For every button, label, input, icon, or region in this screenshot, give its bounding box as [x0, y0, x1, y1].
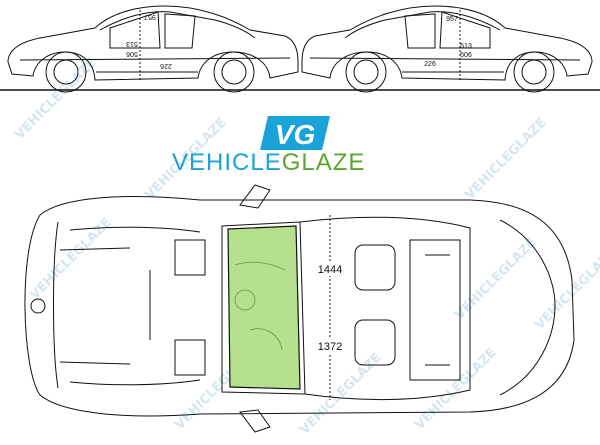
right-view-dims: 957 513 506 226 — [424, 16, 472, 68]
car-body-top — [24, 196, 575, 417]
rear-quarter-window — [164, 13, 196, 49]
windscreen-interior — [234, 261, 286, 351]
dashboard-line — [249, 328, 283, 351]
brand-name-part1: VEHICLE — [172, 149, 282, 176]
badge-emblem — [30, 298, 46, 314]
side-view-left — [0, 5, 300, 93]
front-bumper-line — [53, 221, 59, 389]
bonnet-line — [69, 379, 201, 386]
watermark-layer: VEHICLEGLAZE VEHICLEGLAZE VEHICLEGLAZE V… — [12, 55, 600, 437]
top-view — [24, 184, 575, 433]
dimension-label: 957 — [446, 16, 458, 23]
car-body-outline — [7, 5, 299, 81]
door-mirror — [239, 184, 271, 209]
rear-wheel — [513, 51, 555, 93]
rear-hub — [521, 59, 547, 85]
bonnet-vent — [174, 239, 206, 276]
logo-text: VG — [275, 119, 315, 150]
dimension-label: 513 — [460, 43, 472, 50]
roof-line — [99, 11, 256, 39]
left-view-dims: 957 513 506 226 — [126, 13, 172, 69]
dimension-label: 1444 — [318, 264, 342, 276]
watermark-text: VEHICLEGLAZE — [452, 235, 539, 322]
watermark-text: VEHICLEGLAZE — [27, 215, 114, 302]
bonnet-line — [69, 226, 201, 233]
dimension-label: 1372 — [318, 341, 342, 353]
watermark-text: VEHICLEGLAZE — [297, 350, 384, 437]
front-wheel — [45, 51, 87, 93]
bonnet-vent — [174, 339, 206, 376]
bonnet-crease — [59, 247, 131, 251]
seat — [354, 244, 396, 291]
dimension-label: 506 — [126, 50, 138, 57]
dimension-label: 226 — [160, 62, 172, 69]
watermark-text: VEHICLEGLAZE — [462, 115, 549, 202]
watermark-text: VEHICLEGLAZE — [412, 345, 499, 432]
dimension-label: 506 — [460, 52, 472, 59]
brand-name: VEHICLEGLAZE — [172, 149, 365, 176]
brand-logo: VG — [260, 116, 330, 150]
dim-label-bg — [313, 339, 347, 353]
side-view-right — [300, 5, 600, 93]
rear-wheel — [213, 51, 255, 93]
bonnet-crease — [59, 361, 131, 365]
door-mirror — [239, 409, 271, 433]
rear-deck — [409, 239, 461, 381]
side-window — [109, 11, 161, 49]
car-body-outline — [301, 5, 593, 81]
top-view-dims: 1444 1372 — [313, 262, 347, 353]
front-hub — [353, 59, 379, 85]
dimension-label: 513 — [126, 40, 138, 47]
front-hub — [53, 59, 79, 85]
rear-quarter-window — [404, 13, 436, 49]
dimension-label: 226 — [424, 61, 436, 68]
brand-wordmark: VEHICLEGLAZE — [172, 149, 365, 176]
steering-wheel — [234, 289, 256, 311]
watermark-text: VEHICLEGLAZE — [12, 55, 99, 142]
logo-badge — [260, 116, 330, 150]
boot-line — [499, 219, 556, 396]
side-window — [439, 11, 491, 49]
front-wheel — [345, 51, 387, 93]
cabin-outline — [299, 216, 471, 401]
roof-line — [344, 11, 501, 39]
dim-label-bg — [313, 262, 347, 276]
dashboard-line — [234, 261, 286, 271]
watermark-text: VEHICLEGLAZE — [532, 245, 600, 332]
brand-name-part2: GLAZE — [282, 149, 366, 176]
dimension-label: 957 — [144, 13, 156, 20]
rear-hub — [221, 59, 247, 85]
seat — [354, 319, 396, 366]
